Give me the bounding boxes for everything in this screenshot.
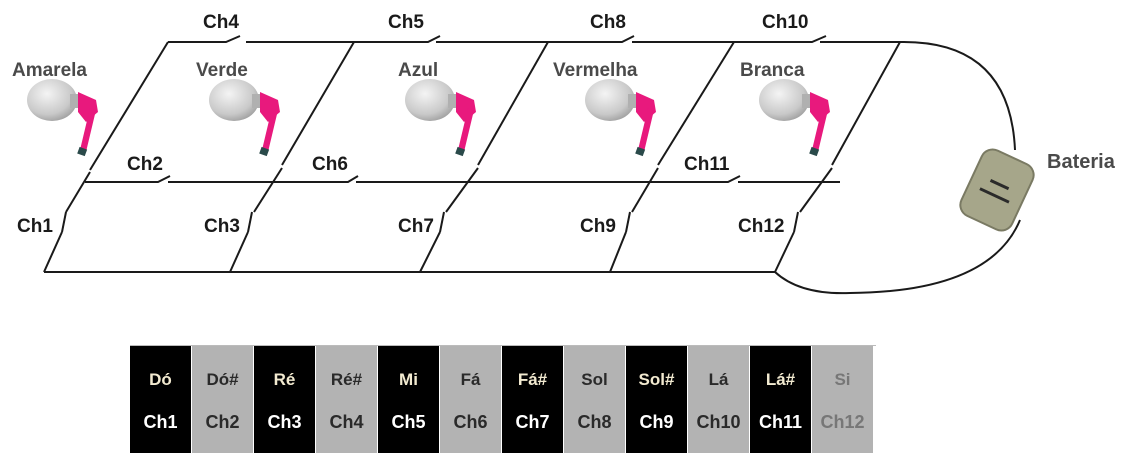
- bulb-icon-vermelha: [585, 79, 656, 157]
- bulb-icon-branca: [759, 79, 830, 157]
- key-switch: Ch8: [577, 412, 612, 432]
- switch-label-ch1: Ch1: [17, 216, 53, 237]
- battery-wire: [899, 40, 1016, 151]
- key-note: Sol#: [638, 370, 675, 389]
- lamp-label-verde: Verde: [196, 60, 248, 81]
- switch-label-ch12: Ch12: [738, 216, 784, 237]
- switch-label-ch6: Ch6: [312, 154, 348, 175]
- switch-label-ch5: Ch5: [388, 12, 424, 33]
- key-note: Mi: [399, 370, 418, 389]
- key-switch: Ch5: [391, 412, 426, 432]
- key-note: Fá#: [517, 370, 548, 389]
- diagonal-wires: [43, 41, 901, 273]
- bulb-icon-amarela: [27, 79, 98, 157]
- top-wire: [168, 35, 900, 43]
- key-switch: Ch10: [696, 412, 741, 432]
- key-note: Ré#: [330, 370, 363, 389]
- key-re-sharp: Ré# Ch4: [316, 346, 378, 453]
- switch-label-ch11: Ch11: [684, 154, 730, 175]
- key-fa-sharp: Fá# Ch7: [502, 346, 564, 453]
- key-sol-sharp: Sol# Ch9: [626, 346, 688, 453]
- switch-label-ch4: Ch4: [203, 12, 239, 33]
- key-switch: Ch4: [329, 412, 364, 432]
- circuit-diagram: Bateria Amarela Verde Azul Vermelha Bran…: [12, 12, 1116, 295]
- lamp-label-vermelha: Vermelha: [553, 60, 638, 81]
- key-switch: Ch9: [639, 412, 674, 432]
- battery: [959, 148, 1035, 232]
- bottom-wire: [44, 219, 1021, 295]
- key-note: Lá: [708, 370, 729, 389]
- bulb-icon-azul: [405, 79, 476, 157]
- key-switch: Ch11: [758, 412, 803, 432]
- key-switch: Ch1: [143, 412, 178, 432]
- key-la-sharp: Lá# Ch11: [750, 346, 812, 453]
- lamp-label-branca: Branca: [740, 60, 805, 81]
- key-note: Lá#: [765, 370, 796, 389]
- key-note: Dó: [149, 370, 172, 389]
- switch-label-ch8: Ch8: [590, 12, 626, 33]
- lamp-label-azul: Azul: [398, 60, 438, 81]
- key-switch: Ch7: [515, 412, 550, 432]
- switch-label-ch10: Ch10: [762, 12, 808, 33]
- bulb-icon-verde: [209, 79, 280, 157]
- key-switch: Ch12: [820, 412, 865, 432]
- switch-label-ch9: Ch9: [580, 216, 616, 237]
- key-note: Fá: [460, 370, 481, 389]
- key-switch: Ch6: [453, 412, 488, 432]
- middle-wire: [85, 175, 840, 183]
- key-note: Ré: [273, 370, 296, 389]
- switch-label-ch3: Ch3: [204, 216, 240, 237]
- key-note: Si: [834, 370, 851, 389]
- key-note: Sol: [581, 370, 608, 389]
- key-note: Dó#: [206, 370, 239, 389]
- key-do-sharp: Dó# Ch2: [192, 346, 254, 453]
- battery-label: Bateria: [1047, 151, 1116, 173]
- lamp-label-amarela: Amarela: [12, 60, 87, 81]
- key-switch: Ch3: [267, 412, 302, 432]
- key-switch: Ch2: [205, 412, 240, 432]
- switch-label-ch2: Ch2: [127, 154, 163, 175]
- switch-label-ch7: Ch7: [398, 216, 434, 237]
